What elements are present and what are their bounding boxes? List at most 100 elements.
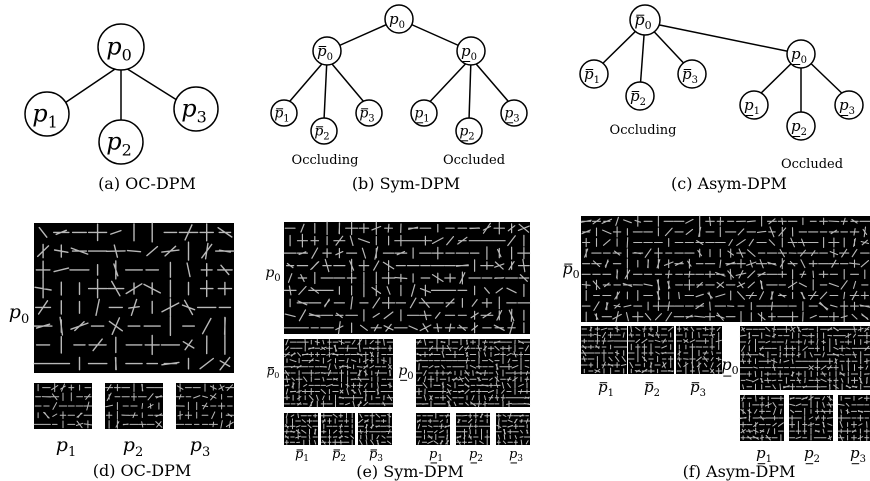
e-occluding-root-label: p0 (267, 364, 280, 380)
caption-a: (a) OC-DPM (98, 174, 196, 193)
svg-text:p0: p0 (634, 10, 651, 32)
f-occluded-part-label-3: p3 (850, 444, 866, 465)
sym-occluding-child-1-circle (270, 99, 298, 127)
d-part-filter-3 (175, 383, 235, 429)
svg-text:p0: p0 (562, 259, 579, 281)
svg-text:p2: p2 (314, 123, 329, 142)
d-part-label-1: p1 (56, 434, 76, 460)
d-root-label: p0 (9, 301, 29, 327)
sym-occluding-label: Occluding (292, 153, 359, 168)
tree-edge (644, 21, 802, 55)
e-occluded-root-filter (415, 338, 531, 408)
asym-occluded-child-1-label: p1 (744, 96, 760, 117)
asym-occluded-child-2-circle (786, 111, 816, 141)
f-part-label-2: p2 (644, 378, 660, 399)
svg-text:p3: p3 (690, 378, 706, 399)
e-occluding-part-label-1: p1 (295, 447, 309, 464)
sym-occluding-child-3-label: p3 (359, 105, 374, 124)
caption-c: (c) Asym-DPM (671, 174, 787, 193)
e-occluding-part-2 (320, 412, 355, 446)
svg-text:p3: p3 (190, 434, 210, 460)
sym-occluded-node-label: p0 (461, 42, 477, 63)
oc-child-node-3-label: p3 (181, 95, 207, 127)
svg-text:p2: p2 (804, 444, 820, 465)
svg-text:p2: p2 (106, 128, 132, 160)
tree-edge (470, 57, 515, 109)
svg-text:p2: p2 (644, 378, 660, 399)
tree-edge (323, 57, 328, 121)
svg-text:p1: p1 (414, 105, 429, 124)
d-root-filter (33, 222, 235, 373)
d-part-label-3: p3 (190, 434, 210, 460)
f-occluded-part-label-2: p2 (804, 444, 820, 465)
sym-occluded-node-circle (456, 36, 486, 66)
d-part-filter-1 (33, 383, 93, 429)
sym-root-node-circle (384, 4, 414, 34)
f-occluded-part-2 (788, 394, 834, 441)
tree-edge (468, 57, 472, 121)
svg-text:p3: p3 (850, 444, 866, 465)
svg-text:p2: p2 (123, 434, 143, 460)
svg-text:p0: p0 (267, 364, 280, 380)
hog-filter-panels (33, 215, 870, 446)
svg-text:p3: p3 (839, 96, 855, 117)
asym-child-2-circle (625, 81, 655, 111)
sym-occluded-child-3-circle (500, 99, 528, 127)
sym-occluded-label: Occluded (443, 153, 505, 168)
svg-text:p3: p3 (359, 105, 374, 124)
caption-e: (e) Sym-DPM (356, 462, 464, 481)
asym-root-node-label: p0 (634, 10, 651, 32)
svg-text:p3: p3 (504, 105, 519, 124)
e-occluded-part-2 (455, 412, 490, 446)
sym-occluding-node-label: p0 (317, 42, 333, 63)
sym-occluding-child-1-label: p1 (274, 105, 289, 124)
svg-text:p3: p3 (509, 447, 523, 464)
svg-text:p2: p2 (791, 117, 807, 138)
sym-occluded-child-1-circle (410, 99, 438, 127)
f-root-label: p0 (562, 259, 579, 281)
oc-child-node-2-circle (98, 119, 144, 165)
sym-root-node-label: p0 (389, 10, 405, 31)
sym-occluding-child-2-circle (310, 117, 338, 145)
asym-occluding-label: Occluding (610, 123, 677, 138)
f-occluded-root-filter (739, 325, 870, 391)
svg-text:p0: p0 (461, 42, 477, 63)
caption-b: (b) Sym-DPM (352, 174, 460, 193)
tree-edges (46, 18, 850, 121)
e-occluded-part-label-2: p2 (469, 447, 483, 464)
f-root-filter (580, 215, 870, 323)
e-occluding-part-1 (284, 413, 318, 446)
f-occluded-part-1 (739, 395, 784, 442)
svg-text:p0: p0 (389, 10, 405, 31)
svg-text:p2: p2 (469, 447, 483, 464)
tree-edge (326, 57, 370, 109)
e-occluding-part-3 (357, 412, 393, 446)
asym-occluded-node-label: p0 (791, 45, 807, 66)
sym-occluding-child-2-label: p2 (314, 123, 329, 142)
svg-text:p0: p0 (317, 42, 333, 63)
svg-text:p1: p1 (584, 65, 600, 86)
f-part-filter-3 (675, 325, 722, 375)
e-occluded-part-label-3: p3 (509, 447, 523, 464)
svg-text:p2: p2 (332, 447, 346, 464)
asym-child-1-label: p1 (584, 65, 600, 86)
asym-child-3-circle (677, 59, 707, 89)
asym-occluded-child-1-circle (739, 90, 769, 120)
asym-occluded-child-2-label: p2 (791, 117, 807, 138)
e-root-label: p0 (265, 265, 280, 284)
svg-text:p1: p1 (756, 444, 772, 465)
asym-child-3-label: p3 (682, 65, 698, 86)
svg-text:p1: p1 (274, 105, 289, 124)
asym-occluded-child-3-circle (834, 90, 864, 120)
e-occluding-root-filter (283, 338, 394, 408)
asym-occluded-label: Occluded (781, 157, 843, 172)
oc-child-node-2-label: p2 (106, 128, 132, 160)
svg-text:p0: p0 (398, 363, 413, 382)
asym-root-node-circle (629, 4, 661, 36)
f-occluded-part-3 (837, 395, 870, 441)
f-part-filter-2 (627, 325, 674, 374)
sym-occluded-child-2-label: p2 (459, 123, 474, 142)
